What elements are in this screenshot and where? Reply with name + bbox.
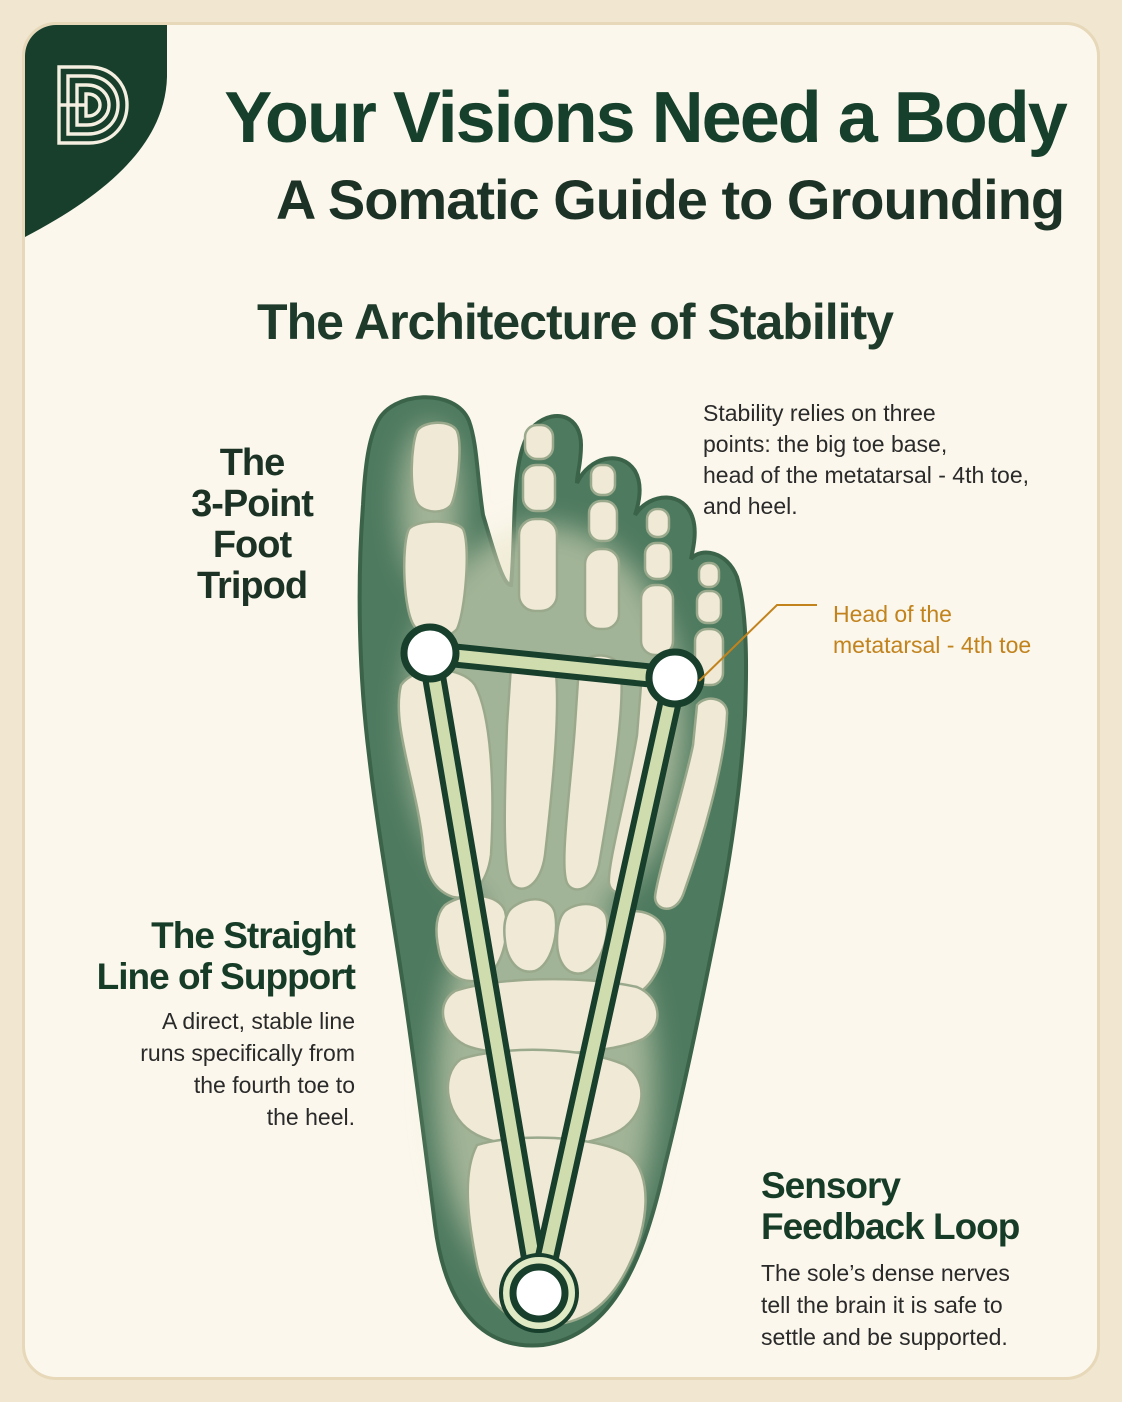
line-of-support-description-line: the heel. [266,1104,355,1130]
tripod-description: Stability relies on three points: the bi… [703,398,1063,522]
line-of-support-heading-line: Line of Support [96,956,356,997]
foot-skeleton-illustration [357,395,817,1348]
metatarsal-callout-label: Head of the metatarsal - 4th toe [833,599,1073,661]
tripod-description-line: points: the big toe base, [703,431,948,457]
tripod-description-line: head of the metatarsal - 4th toe, [703,462,1030,488]
line-of-support-description-line: runs specifically from [140,1040,355,1066]
tripod-point-big-toe [400,623,460,683]
tripod-description-line: and heel. [703,493,798,519]
callout-leader-line [698,604,817,682]
callout-label-line: Head of the [833,601,952,627]
sensory-loop-heading-line: Sensory [761,1165,901,1206]
section-title: The Architecture of Stability [257,294,894,350]
tripod-description-line: Stability relies on three [703,400,936,426]
brand-logo-icon [57,65,129,145]
line-of-support-description: A direct, stable line runs specifically … [85,1005,355,1133]
sensory-loop-heading-line: Feedback Loop [761,1206,1020,1247]
line-of-support-heading-line: The Straight [151,915,356,956]
tripod-heading-line: Tripod [196,565,308,607]
line-of-support-description-line: the fourth toe to [193,1072,355,1098]
sensory-loop-description-line: tell the brain it is safe to [761,1292,1003,1318]
callout-label-line: metatarsal - 4th toe [833,632,1032,658]
subtitle: A Somatic Guide to Grounding [275,168,1065,231]
tripod-heading-line: Foot [212,524,292,566]
tripod-triangle [418,641,687,1305]
sensory-loop-description-line: settle and be supported. [761,1324,1008,1350]
sensory-loop-description: The sole’s dense nerves tell the brain i… [761,1257,1081,1353]
line-of-support-heading: The Straight Line of Support [55,915,356,997]
tripod-point-heel [509,1263,569,1323]
tripod-point-fourth-toe [645,648,705,708]
tripod-heading-line: 3-Point [191,483,314,525]
main-title: Your Visions Need a Body [224,78,1068,158]
line-of-support-description-line: A direct, stable line [161,1008,355,1034]
tripod-heading-line: The [219,442,286,484]
tripod-heading: The 3-Point Foot Tripod [167,443,337,607]
sensory-loop-description-line: The sole’s dense nerves [761,1260,1010,1286]
infographic-card: Your Visions Need a Body A Somatic Guide… [22,22,1100,1380]
sensory-loop-heading: Sensory Feedback Loop [761,1165,1081,1247]
